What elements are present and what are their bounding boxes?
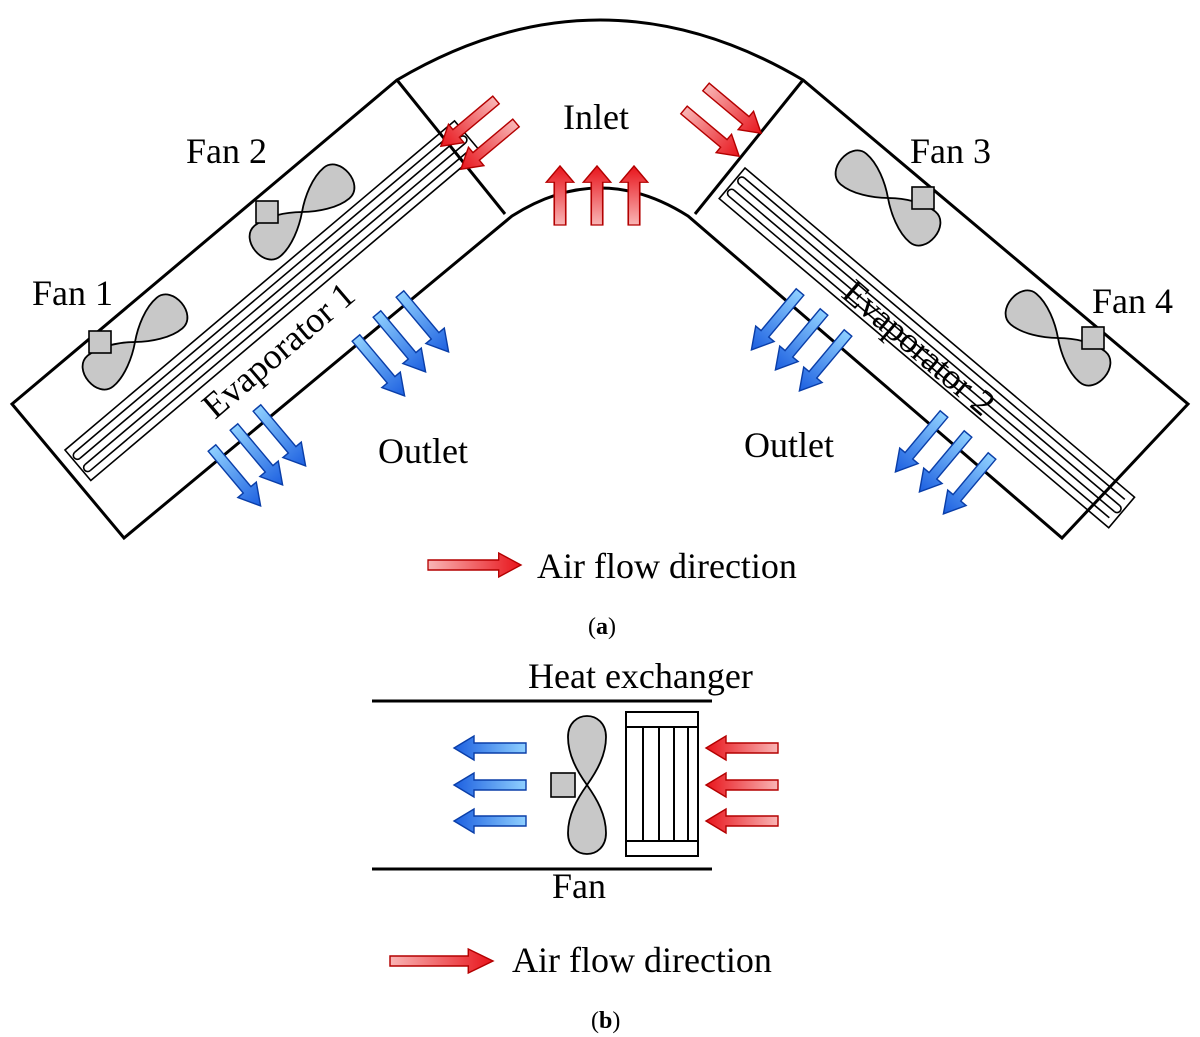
inlet-arrows-left bbox=[432, 90, 525, 180]
legend-b-text: Air flow direction bbox=[512, 940, 772, 980]
outlet-arrows-b bbox=[453, 735, 527, 834]
fan-3-label: Fan 3 bbox=[910, 131, 991, 171]
evaporator-2-coil bbox=[718, 166, 1136, 529]
inlet-arrows-right bbox=[675, 77, 770, 167]
inlet-arrows-center bbox=[545, 165, 649, 226]
caption-b: (b) bbox=[591, 1008, 620, 1034]
fan-1-label: Fan 1 bbox=[32, 273, 113, 313]
heat-exchanger-icon bbox=[625, 711, 699, 857]
outlet-left-label: Outlet bbox=[378, 431, 468, 471]
panel-a: Fan 1 Fan 2 Fan 3 Fan 4 Inlet Outlet Out… bbox=[9, 18, 1191, 640]
fan-2-label: Fan 2 bbox=[186, 131, 267, 171]
legend-b-arrow-icon bbox=[389, 948, 494, 974]
inlet-arrows-b bbox=[705, 735, 779, 834]
caption-a: (a) bbox=[588, 614, 616, 640]
outlet-right-label: Outlet bbox=[744, 425, 834, 465]
fan-1-icon bbox=[74, 286, 196, 398]
caption-b-letter: b bbox=[599, 1008, 612, 1034]
outlet-arrows-left-upper bbox=[346, 285, 459, 405]
fan-4-icon bbox=[997, 282, 1119, 394]
fan-4-label: Fan 4 bbox=[1092, 281, 1173, 321]
legend-a: Air flow direction bbox=[427, 546, 797, 586]
panel-b: Heat exchanger Fan Air flow direction (b… bbox=[372, 656, 779, 1034]
legend-a-arrow-icon bbox=[427, 552, 522, 578]
unit-housing bbox=[9, 18, 1191, 541]
inlet-label: Inlet bbox=[563, 97, 629, 137]
caption-a-letter: a bbox=[596, 614, 608, 640]
heat-exchanger-label: Heat exchanger bbox=[528, 656, 753, 696]
outlet-arrows-right-lower bbox=[885, 405, 1002, 523]
fan-b-label: Fan bbox=[552, 866, 606, 906]
fan-2-icon bbox=[241, 156, 363, 268]
fan-3-icon bbox=[827, 142, 949, 254]
legend-a-text: Air flow direction bbox=[537, 546, 797, 586]
fan-b-icon bbox=[550, 715, 607, 855]
evaporator-2-label: Evaporator 2 bbox=[835, 272, 1003, 424]
evaporator-1-coil bbox=[63, 119, 482, 482]
legend-b: Air flow direction bbox=[389, 940, 772, 980]
